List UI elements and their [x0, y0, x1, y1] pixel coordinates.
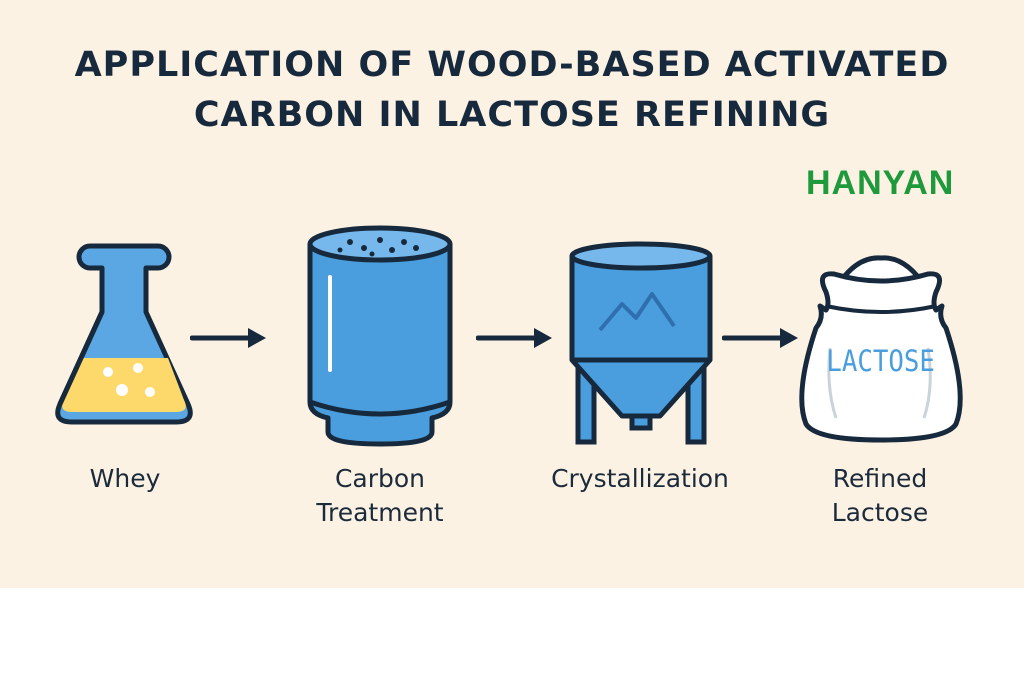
diagram-title: APPLICATION OF WOOD-BASED ACTIVATED CARB… — [0, 40, 1024, 140]
crystallizer-icon — [569, 241, 713, 445]
flask-icon — [55, 243, 193, 425]
step-label-line: Lactose — [831, 498, 929, 527]
step-label-refined-lactose: Refined Lactose — [790, 462, 970, 530]
step-label-line: Whey — [89, 464, 161, 493]
step-label-carbon-treatment: Carbon Treatment — [290, 462, 470, 530]
arrow-icon — [190, 328, 266, 348]
arrow-icon — [476, 328, 552, 348]
step-label-line: Carbon — [334, 464, 426, 493]
step-label-whey: Whey — [50, 462, 200, 496]
brand-logo-text: HANYAN — [806, 164, 955, 202]
carbon-tank-icon — [307, 225, 453, 447]
title-line-2: CARBON IN LACTOSE REFINING — [193, 95, 831, 135]
bag-label: LACTOSE — [826, 343, 934, 378]
title-line-1: APPLICATION OF WOOD-BASED ACTIVATED — [74, 45, 950, 85]
step-label-line: Crystallization — [551, 464, 729, 493]
arrow-icon — [722, 328, 798, 348]
step-label-crystallization: Crystallization — [530, 462, 750, 496]
step-label-line: Treatment — [316, 498, 444, 527]
lactose-bag-icon: LACTOSE — [799, 255, 963, 443]
step-label-line: Refined — [832, 464, 928, 493]
